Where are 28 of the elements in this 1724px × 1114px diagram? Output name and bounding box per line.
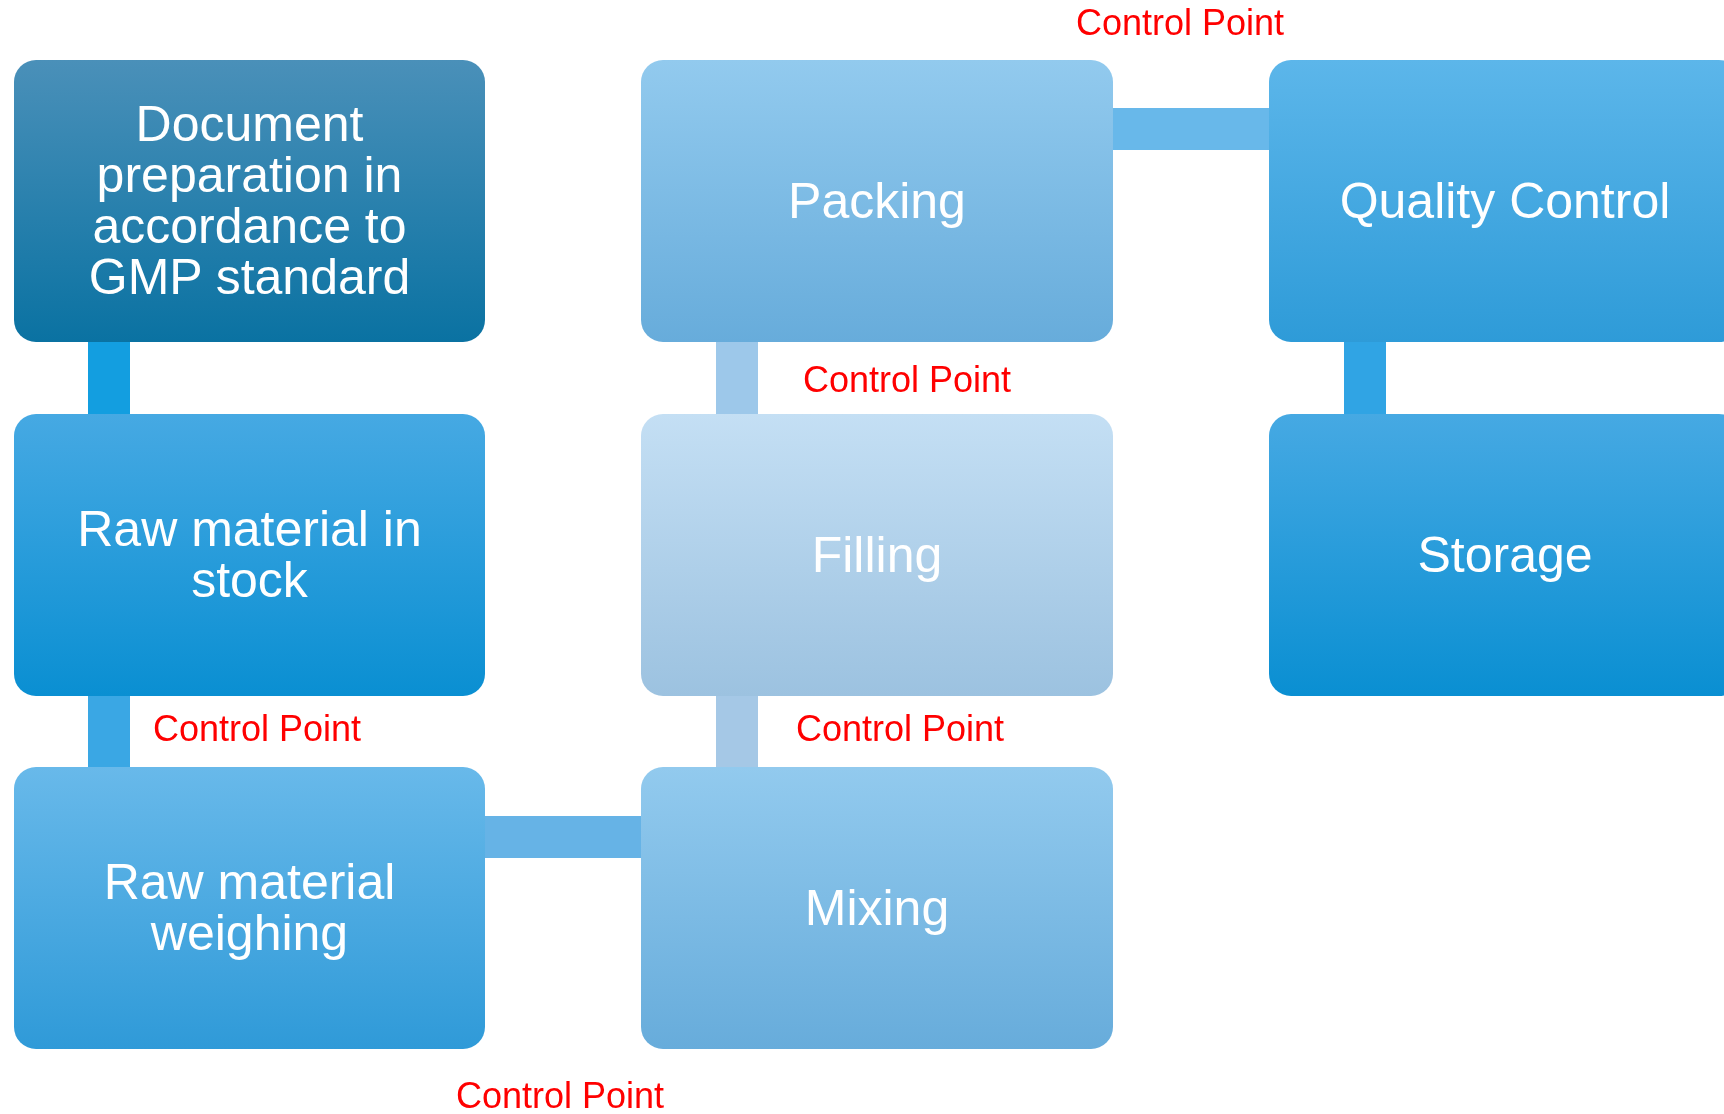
process-text: Mixing: [804, 882, 950, 934]
process-box: [1269, 414, 1724, 696]
process-text: Storage: [1417, 529, 1593, 581]
connector-bar: [1113, 108, 1269, 150]
process-box: [1269, 60, 1724, 342]
process-text: Raw material in stock: [76, 504, 423, 606]
process-box: [641, 414, 1113, 696]
process-box: [14, 60, 485, 342]
control-point-note: Control Point: [152, 708, 362, 750]
process-text: Raw material weighing: [102, 857, 397, 959]
process-text: Filling: [811, 529, 943, 581]
connector-bar: [716, 342, 758, 414]
process-box: [14, 767, 485, 1049]
connector-bar: [716, 696, 758, 767]
process-text: Document preparation in accordance to GMP standard: [87, 99, 412, 303]
process-text: Quality Control: [1339, 175, 1671, 227]
control-point-note: Control Point: [455, 1075, 665, 1114]
connector-bar: [485, 816, 641, 858]
control-point-note: Control Point: [795, 708, 1005, 750]
process-box: [641, 767, 1113, 1049]
connector-bar: [1344, 342, 1386, 414]
control-point-note: Control Point: [1075, 2, 1285, 44]
process-box: [14, 414, 485, 696]
connector-bar: [88, 342, 130, 414]
process-box: [641, 60, 1113, 342]
control-point-note: Control Point: [802, 359, 1012, 401]
connector-bar: [88, 696, 130, 767]
process-text: Packing: [788, 175, 966, 227]
